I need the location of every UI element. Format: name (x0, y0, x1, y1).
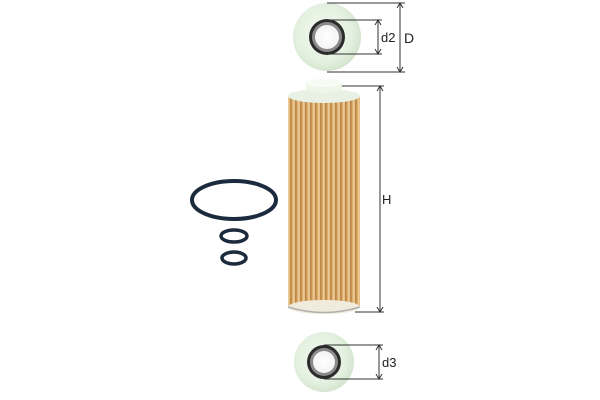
top-end-cap (293, 3, 361, 71)
filter-element (287, 79, 361, 314)
d3-label: d3 (382, 355, 397, 370)
D-label: D (404, 30, 415, 46)
large-o-ring (190, 179, 278, 221)
d2-label: d2 (381, 30, 396, 45)
bottom-dimension-lines (324, 344, 383, 380)
H-label: H (382, 192, 392, 207)
small-o-ring-2 (220, 250, 248, 266)
top-dimension-lines (327, 2, 405, 73)
bottom-end-cap (294, 332, 354, 392)
small-o-ring-1 (219, 228, 249, 244)
height-dimension-lines (342, 85, 384, 313)
o-rings (190, 179, 278, 266)
